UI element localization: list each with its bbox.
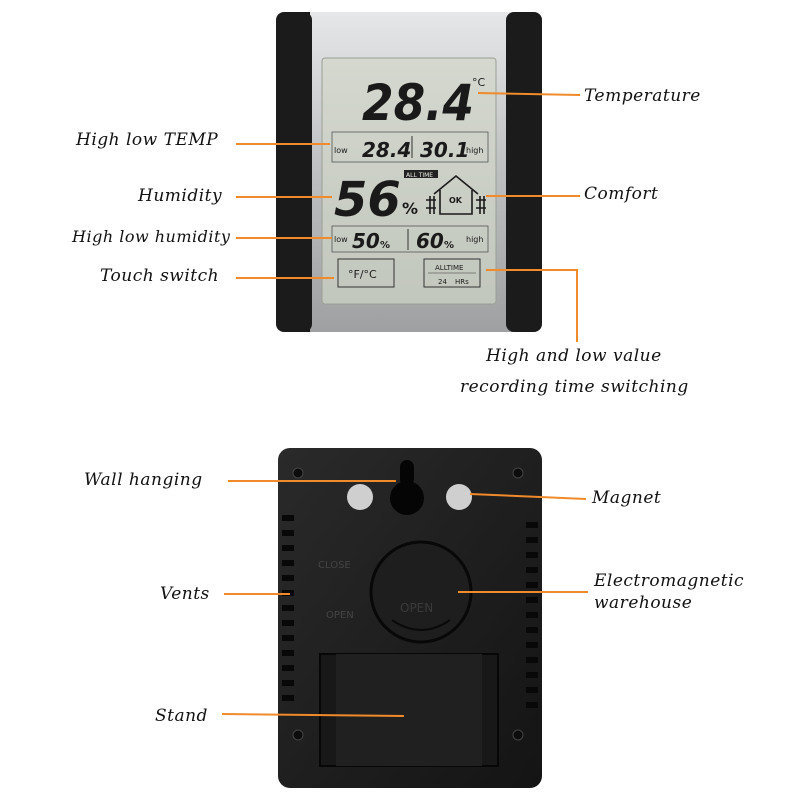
left-grip xyxy=(276,12,312,332)
callout-stand: Stand xyxy=(155,706,208,726)
back-close-label: CLOSE xyxy=(318,560,351,571)
time-button-hrs: HRs xyxy=(455,278,469,286)
callout-electromagnetic-line2: warehouse xyxy=(594,593,693,613)
callout-comfort: Comfort xyxy=(584,184,659,204)
front-device: 28.4 °C low 28.4 30.1 high 56 % ALL TIME… xyxy=(276,12,542,332)
lcd-comfort-status: OK xyxy=(449,196,463,205)
magnet-left xyxy=(347,484,373,510)
callout-temperature: Temperature xyxy=(584,86,701,106)
lcd-hum-high-label: high xyxy=(466,235,483,244)
callout-vents: Vents xyxy=(160,584,210,604)
right-grip xyxy=(506,12,542,332)
lcd-humidity: 56 xyxy=(334,172,401,228)
callout-recording-line1: High and low value xyxy=(486,346,662,366)
lcd-all-time-badge: ALL TIME xyxy=(406,172,433,179)
battery-cover xyxy=(369,540,473,644)
magnet-right xyxy=(446,484,472,510)
battery-cover-open-text: OPEN xyxy=(400,601,433,615)
callout-magnet: Magnet xyxy=(592,488,662,508)
callout-humidity: Humidity xyxy=(138,186,223,206)
callout-touch-switch: Touch switch xyxy=(100,266,220,286)
time-button-24: 24 xyxy=(438,278,447,286)
callout-wall-hanging: Wall hanging xyxy=(84,470,203,490)
comfort-house-icon xyxy=(426,174,486,215)
callout-recording-line2: recording time switching xyxy=(460,377,689,397)
wall-hanging-keyhole xyxy=(390,460,424,515)
callout-electromagnetic-line1: Electromagnetic xyxy=(594,571,745,591)
lcd-hum-low-value: 50 xyxy=(352,229,380,253)
lcd-temp-unit: °C xyxy=(472,76,486,89)
stand-inner xyxy=(336,654,482,766)
lcd-hum-high-value: 60 xyxy=(416,229,444,253)
vents-left xyxy=(282,515,294,701)
time-button-line1: ALLTIME xyxy=(435,264,463,272)
callout-high-low-temp: High low TEMP xyxy=(76,130,219,150)
back-open-label: OPEN xyxy=(326,610,354,621)
vents-right xyxy=(526,522,538,708)
lcd-temp-low-label: low xyxy=(334,146,348,155)
lcd-humidity-unit: % xyxy=(402,199,418,218)
lcd-temp-high-value: 30.1 xyxy=(420,138,469,162)
back-device: CLOSE OPEN OPEN xyxy=(278,448,542,788)
leader-lines xyxy=(221,92,588,717)
temp-range-box xyxy=(331,131,489,163)
callout-high-low-humidity: High low humidity xyxy=(72,227,231,246)
lcd-hum-low-unit: % xyxy=(380,240,390,251)
lcd-temperature: 28.4 xyxy=(362,74,474,132)
unit-touch-button[interactable] xyxy=(337,258,395,288)
time-touch-button[interactable] xyxy=(423,258,481,288)
lcd-screen xyxy=(321,57,497,305)
lcd-hum-low-label: low xyxy=(334,235,348,244)
all-time-badge-bg xyxy=(404,170,438,178)
lcd-temp-low-value: 28.4 xyxy=(362,138,411,162)
lcd-hum-high-unit: % xyxy=(444,240,454,251)
lcd-temp-high-label: high xyxy=(466,146,483,155)
unit-touch-button-label: °F/°C xyxy=(348,268,377,281)
